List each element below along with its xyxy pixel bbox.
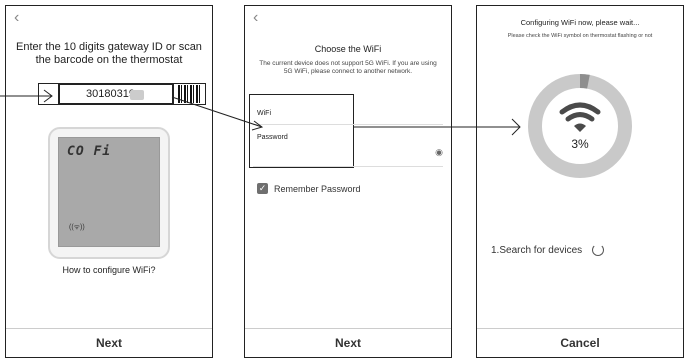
page-title: Enter the 10 digits gateway ID or scan t… <box>16 41 202 66</box>
arrow-head <box>251 120 264 131</box>
redacted-digits <box>130 90 144 100</box>
next-button[interactable]: Next <box>245 328 451 357</box>
gateway-id-input[interactable]: 30180319 <box>58 83 174 105</box>
thermostat-wifi-icon: ((ᯤ)) <box>69 224 85 231</box>
search-status: 1.Search for devices <box>491 244 605 256</box>
screen-gateway-id: ‹ Enter the 10 digits gateway ID or scan… <box>5 5 213 358</box>
arrow-head <box>511 118 521 136</box>
highlight-box <box>249 94 354 168</box>
thermostat-display-text: CO Fi <box>67 144 112 159</box>
progress-percent: 3% <box>571 137 589 151</box>
remember-password-toggle[interactable]: ✓ Remember Password <box>257 183 361 194</box>
barcode-scan-icon[interactable] <box>178 85 200 103</box>
back-arrow-icon[interactable]: ‹ <box>253 9 259 26</box>
progress-ring-fill <box>528 74 632 178</box>
status-bar: ‹ <box>245 6 451 31</box>
wifi-field[interactable]: WiFi <box>257 110 271 117</box>
progress-ring <box>528 74 632 178</box>
screen-configuring: Configuring WiFi now, please wait... Ple… <box>476 5 684 358</box>
arrow-to-wifi-box <box>171 96 263 128</box>
howto-configure-link[interactable]: How to configure WiFi? <box>62 265 156 275</box>
gateway-id-value: 30180319 <box>86 88 135 100</box>
password-field-label: Password <box>257 134 288 141</box>
cancel-button[interactable]: Cancel <box>477 328 683 357</box>
page-title: Configuring WiFi now, please wait... <box>520 18 640 27</box>
remember-password-label: Remember Password <box>274 183 361 194</box>
checkbox-checked-icon[interactable]: ✓ <box>257 183 268 194</box>
back-arrow-icon[interactable]: ‹ <box>14 9 20 26</box>
divider <box>253 124 443 125</box>
5g-warning-note: The current device does not support 5G W… <box>259 60 437 75</box>
next-button[interactable]: Next <box>6 328 212 357</box>
show-password-icon[interactable]: ◉ <box>435 147 443 157</box>
arrow-head <box>43 89 53 103</box>
status-bar: ‹ <box>6 6 212 31</box>
search-status-label: 1.Search for devices <box>491 244 583 256</box>
loading-spinner-icon <box>592 244 605 256</box>
wifi-icon <box>559 102 601 132</box>
thermostat-illustration: CO Fi ((ᯤ)) <box>48 127 170 259</box>
divider <box>253 166 443 167</box>
screen-choose-wifi: ‹ Choose the WiFi The current device doe… <box>244 5 452 358</box>
page-subtitle: Please check the WiFi symbol on thermost… <box>507 33 653 39</box>
page-title: Choose the WiFi <box>314 44 382 54</box>
thermostat-screen: CO Fi ((ᯤ)) <box>58 137 160 247</box>
